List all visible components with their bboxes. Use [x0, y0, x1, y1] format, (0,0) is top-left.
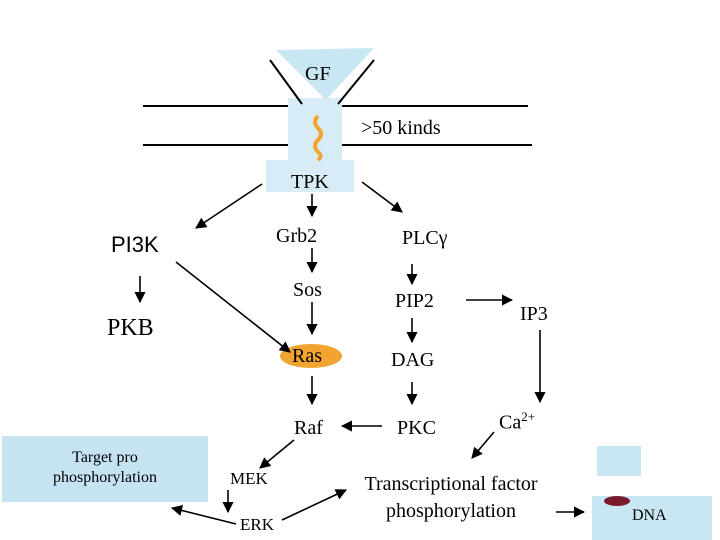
label-raf: Raf [294, 417, 323, 439]
label-receptor-kinds: >50 kinds [361, 117, 441, 139]
label-grb2: Grb2 [276, 225, 318, 247]
label-pkb: PKB [107, 315, 154, 341]
receptor-helix [313, 114, 323, 162]
label-calcium-symbol: Ca [499, 411, 522, 434]
gf-ligand-shape [276, 48, 374, 100]
receptor-body [288, 98, 342, 162]
arrow-erk-target [170, 505, 237, 525]
target-box [2, 436, 208, 502]
label-sos: Sos [293, 279, 322, 301]
dna-icon [604, 496, 630, 506]
label-pkc: PKC [397, 417, 436, 439]
arrow-ca-tf [471, 431, 495, 459]
label-target-pro-phosphorylation: Target pro phosphorylation [53, 449, 157, 486]
tpk-domain [266, 160, 354, 192]
arrow-raf-mek [259, 439, 295, 469]
label-pip2: PIP2 [395, 290, 434, 312]
label-calcium: Ca2+ [499, 410, 535, 433]
label-dag: DAG [391, 349, 435, 371]
label-ip3: IP3 [520, 303, 548, 325]
arrow-tpk-plc [361, 181, 403, 213]
label-ras: Ras [292, 345, 322, 367]
label-plc-gamma: PLCγ [402, 227, 448, 249]
label-gf: GF [305, 63, 331, 85]
arrow-erk-tf [281, 489, 348, 521]
arrow-pi3k-ras [175, 261, 291, 353]
dna-device-top [597, 446, 641, 476]
receptor-arm-right [337, 59, 375, 105]
label-pi3k: PI3K [111, 232, 159, 257]
arrow-tpk-pi3k [195, 183, 263, 229]
ras-highlight [280, 344, 342, 368]
label-dna: DNA [632, 507, 667, 524]
label-calcium-charge: 2+ [521, 409, 536, 424]
label-erk: ERK [240, 515, 274, 534]
label-mek: MEK [230, 469, 268, 488]
receptor-arm-left [269, 59, 303, 105]
label-transcriptional-factor-phosphorylation: Transcriptional factor phosphorylation [364, 473, 538, 522]
label-tpk: TPK [291, 171, 329, 193]
